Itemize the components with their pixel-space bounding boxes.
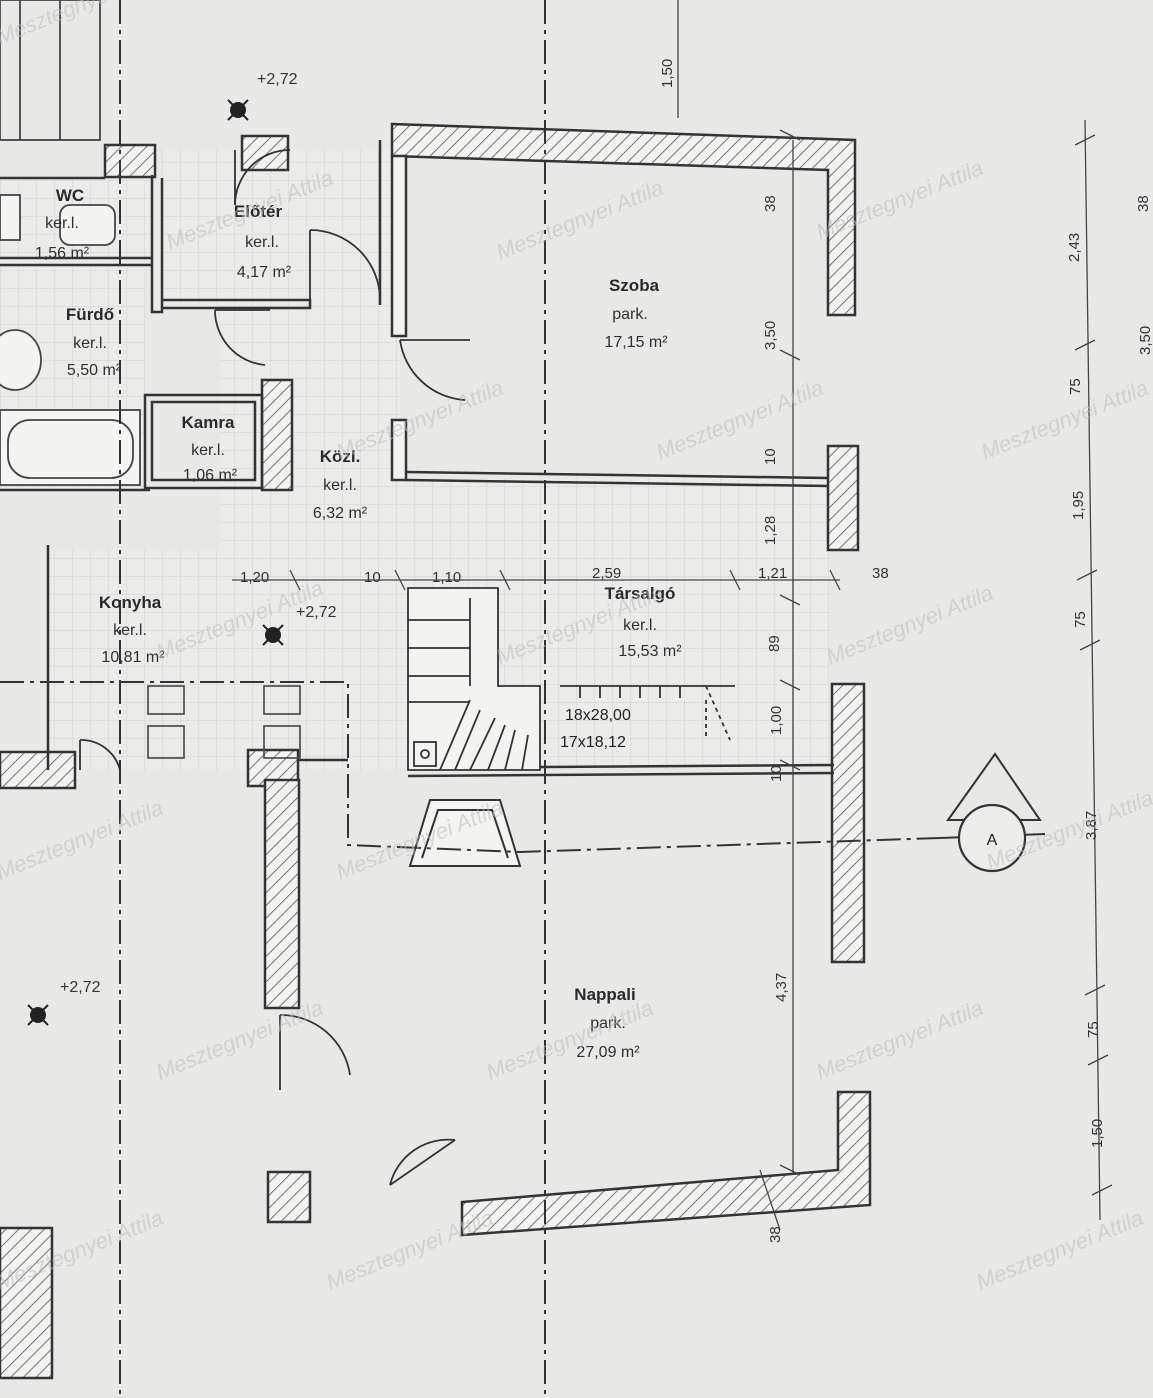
room-eloter-area: 4,17 m² — [237, 264, 292, 281]
dim-right-5: 75 — [1085, 1021, 1102, 1038]
room-tarsalgo-area: 15,53 m² — [618, 643, 682, 660]
room-kamra-floor: ker.l. — [191, 442, 225, 459]
dim-h-4: 1,21 — [758, 565, 787, 582]
dim-h-1: 10 — [364, 569, 381, 586]
dim-v-4: 89 — [766, 635, 783, 652]
axis-lines — [0, 0, 941, 1398]
dim-v-2: 10 — [762, 448, 779, 465]
room-furdo-name: Fürdő — [66, 305, 114, 324]
room-eloter: Előtér ker.l. 4,17 m² — [234, 202, 292, 281]
level-left-text: +2,72 — [60, 979, 101, 996]
room-tarsalgo-floor: ker.l. — [623, 617, 657, 634]
level-marker-left: +2,72 — [27, 979, 101, 1026]
room-szoba-floor: park. — [612, 306, 648, 323]
room-nappali-area: 27,09 m² — [576, 1044, 640, 1061]
dim-right-6: 1,50 — [1089, 1119, 1106, 1148]
stair-line-2: 17x18,12 — [560, 734, 626, 751]
dim-right-1: 75 — [1067, 378, 1084, 395]
room-konyha-floor: ker.l. — [113, 622, 147, 639]
room-furdo-floor: ker.l. — [73, 335, 107, 352]
door-swings — [79, 149, 470, 1186]
dim-h-2: 1,10 — [432, 569, 461, 586]
room-wc-name: WC — [56, 186, 84, 205]
room-nappali-floor: park. — [590, 1015, 626, 1032]
room-kozl: Közl. ker.l. 6,32 m² — [313, 447, 368, 522]
dim-far-right-1: 3,50 — [1137, 326, 1153, 355]
room-eloter-floor: ker.l. — [245, 234, 279, 251]
kitchen-fixtures — [147, 685, 301, 759]
room-kozl-name: Közl. — [320, 447, 361, 466]
level-marker-top: +2,72 — [227, 71, 298, 121]
room-kozl-area: 6,32 m² — [313, 505, 368, 522]
dim-v-6: 10 — [768, 765, 785, 782]
dimension-lines — [232, 0, 1113, 1231]
tiled-floor-areas — [0, 150, 830, 770]
room-konyha-area: 10,81 m² — [101, 649, 165, 666]
room-wc-floor: ker.l. — [45, 215, 79, 232]
room-furdo-area: 5,50 m² — [67, 362, 122, 379]
room-szoba-name: Szoba — [609, 276, 660, 295]
level-marker-kitchen: +2,72 — [262, 604, 337, 646]
room-tarsalgo-name: Társalgó — [605, 584, 676, 603]
level-top-text: +2,72 — [257, 71, 298, 88]
dim-top-150: 1,50 — [659, 59, 676, 88]
room-kamra-name: Kamra — [182, 413, 235, 432]
room-szoba: Szoba park. 17,15 m² — [604, 276, 668, 351]
room-konyha-name: Konyha — [99, 593, 162, 612]
room-szoba-area: 17,15 m² — [604, 334, 668, 351]
stair-annotation: 18x28,00 17x18,12 — [560, 707, 631, 751]
dim-right-2: 1,95 — [1070, 491, 1087, 520]
section-marker: A — [939, 752, 1046, 873]
room-konyha: Konyha ker.l. 10,81 m² — [99, 593, 165, 666]
room-nappali-name: Nappali — [574, 985, 635, 1004]
room-kozl-floor: ker.l. — [323, 477, 357, 494]
dim-h-3: 2,59 — [592, 565, 621, 582]
section-marker-label: A — [987, 832, 998, 849]
dim-v-7: 4,37 — [773, 973, 790, 1002]
dim-v-5: 1,00 — [768, 706, 785, 735]
dim-v-3: 1,28 — [762, 516, 779, 545]
dim-v-1: 3,50 — [762, 321, 779, 350]
dim-h-0: 1,20 — [240, 569, 269, 586]
dim-bottom-38: 38 — [767, 1226, 784, 1243]
room-wc: WC ker.l. 1,56 m² — [35, 186, 90, 262]
hatched-walls — [0, 122, 872, 1380]
dim-v-0: 38 — [762, 195, 779, 212]
bathroom-fixtures — [0, 0, 141, 486]
staircase — [407, 587, 735, 771]
dim-far-right-0: 38 — [1135, 195, 1152, 212]
room-labels: WC ker.l. 1,56 m² Előtér ker.l. 4,17 m² … — [35, 186, 682, 1061]
room-tarsalgo: Társalgó ker.l. 15,53 m² — [605, 584, 683, 660]
dim-h-5: 38 — [872, 565, 889, 582]
room-wc-area: 1,56 m² — [35, 245, 90, 262]
room-kamra: Kamra ker.l. 1,06 m² — [182, 413, 238, 484]
dim-right-0: 2,43 — [1066, 233, 1083, 262]
interior-walls — [0, 140, 835, 778]
room-eloter-name: Előtér — [234, 202, 283, 221]
stair-line-1: 18x28,00 — [565, 707, 631, 724]
room-nappali: Nappali park. 27,09 m² — [574, 985, 640, 1061]
dim-right-3: 75 — [1072, 611, 1089, 628]
level-markers: +2,72 +2,72 +2,72 — [27, 71, 337, 1026]
dimension-texts: 1,50 1,20 10 1,10 2,59 1,21 38 38 3,50 1… — [240, 59, 1153, 1243]
room-kamra-area: 1,06 m² — [183, 467, 238, 484]
level-kitchen-text: +2,72 — [296, 604, 337, 621]
room-furdo: Fürdő ker.l. 5,50 m² — [66, 305, 122, 379]
dim-right-4: 3,87 — [1083, 811, 1100, 840]
